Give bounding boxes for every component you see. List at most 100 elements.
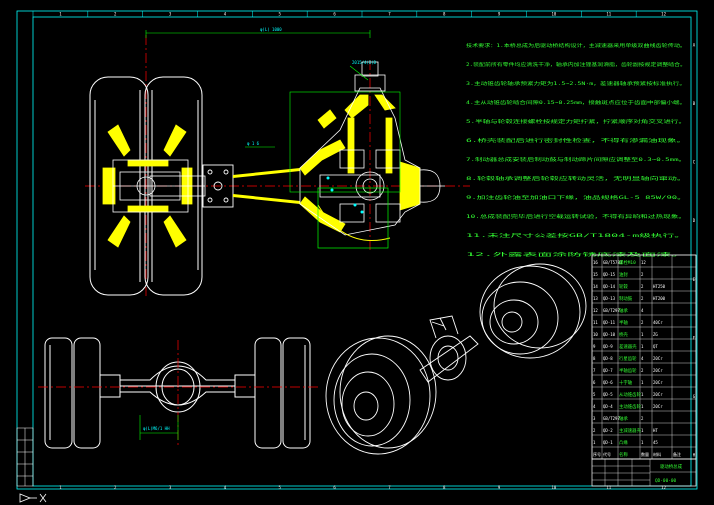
- bom-cell: HT200: [653, 296, 666, 301]
- technical-notes: 技术要求：1.本桥总成为后驱动桥结构设计，主减速器采用单级双曲线齿轮传动。2.装…: [466, 42, 686, 258]
- zone-number-bottom: 10: [552, 485, 557, 490]
- bom-cell: QD-1: [603, 440, 613, 445]
- bom-cell: 1: [641, 440, 644, 445]
- hub-callout: 2015/4(B)D: [352, 60, 377, 65]
- bom-cell: QD-2: [603, 428, 613, 433]
- bom-cell: 12: [593, 308, 598, 313]
- zone-letter: A: [693, 42, 696, 47]
- bom-cell: QT: [653, 344, 658, 349]
- bom-cell: 7: [593, 368, 596, 373]
- axle-isometric-view: [325, 263, 587, 455]
- bom-cell: 名称: [619, 451, 628, 458]
- bom-cell: 半轴: [619, 319, 628, 326]
- bom-cell: QD-14: [603, 284, 616, 289]
- bom-cell: QD-15: [603, 272, 616, 277]
- bom-cell: QD-6: [603, 380, 613, 385]
- zone-number-top: 1: [59, 12, 62, 17]
- bom-cell: 主减速器壳: [619, 427, 642, 434]
- bom-cell: 主动锥齿轮: [619, 403, 642, 410]
- bom-cell: 半轴齿轮: [619, 367, 637, 374]
- zone-letter: D: [693, 218, 696, 223]
- bom-cell: GB/T297: [603, 416, 620, 421]
- drawing-title: 驱动桥总成: [660, 463, 683, 470]
- bom-cell: QD-9: [603, 344, 613, 349]
- bom-cell: 1: [641, 380, 644, 385]
- bom-cell: 2: [641, 296, 644, 301]
- ucs-icon: [19, 493, 47, 503]
- zone-number-top: 10: [552, 12, 557, 17]
- zone-number-top: 11: [606, 12, 611, 17]
- bom-cell: QD-13: [603, 296, 616, 301]
- bom-cell: QD-5: [603, 392, 613, 397]
- zone-number-top: 4: [224, 12, 227, 17]
- bom-cell: 4: [641, 356, 644, 361]
- note-line: 9.加注齿轮油至加油口下缘，油品规格GL-5 85W/90。: [466, 194, 686, 201]
- zone-number-bottom: 4: [224, 485, 227, 490]
- zone-number-bottom: 6: [333, 485, 336, 490]
- bom-cell: 1: [641, 344, 644, 349]
- zone-number-top: 5: [279, 12, 282, 17]
- bom-cell: QD-10: [603, 332, 616, 337]
- note-line: 8.轮毂轴承调整后轮毂应转动灵活，无明显轴向窜动。: [466, 175, 686, 182]
- zone-letter: G: [693, 394, 696, 399]
- bom-cell: 6: [593, 380, 596, 385]
- zone-number-bottom: 3: [169, 485, 172, 490]
- bom-cell: 备注: [673, 451, 681, 457]
- zone-letter: E: [693, 277, 696, 282]
- bom-cell: 1: [641, 404, 644, 409]
- bom-cell: 11: [593, 320, 598, 325]
- bom-cell: 1: [641, 428, 644, 433]
- bom-cell: 20Cr: [653, 392, 663, 397]
- bom-cell: 2: [593, 428, 596, 433]
- zone-letter: C: [693, 160, 696, 165]
- bom-cell: 1: [641, 332, 644, 337]
- note-line: 7.制动器总成安装后制动鼓与制动蹄片间隙应调整至0.3~0.5mm。: [466, 156, 686, 163]
- note-line: 10.总成装配完毕后进行空载运转试验，不得有异响和过热现象。: [466, 213, 686, 220]
- bom-cell: 从动锥齿轮: [619, 391, 642, 398]
- note-line: 12.外露表面涂防锈底漆及面漆。: [466, 251, 686, 258]
- zone-number-bottom: 12: [661, 485, 666, 490]
- bom-cell: 20Cr: [653, 356, 663, 361]
- bom-cell: 十字轴: [619, 379, 633, 386]
- bom-cell: 45: [653, 440, 658, 445]
- bom-cell: 制动鼓: [619, 295, 633, 302]
- note-line: 2.装配前所有零件均应清洗干净，轴承内加注锂基润滑脂，齿轮副按规定调整啮合。: [466, 61, 686, 68]
- zone-number-bottom: 9: [498, 485, 501, 490]
- bom-cell: 4: [593, 404, 596, 409]
- bom-cell: 1: [593, 440, 596, 445]
- zone-number-top: 8: [443, 12, 446, 17]
- bom-cell: 10: [593, 332, 598, 337]
- bom-cell: 2: [641, 320, 644, 325]
- zone-number-top: 9: [498, 12, 501, 17]
- zone-number-bottom: 1: [59, 485, 62, 490]
- bom-cell: QD-11: [603, 320, 616, 325]
- bom-cell: 8: [593, 356, 596, 361]
- bom-cell: 20Cr: [653, 380, 663, 385]
- bom-cell: GB/T297: [603, 308, 620, 313]
- bom-cell: 16: [593, 260, 598, 265]
- zone-number-bottom: 5: [279, 485, 282, 490]
- bom-cell: 2: [641, 368, 644, 373]
- bom-cell: 20Cr: [653, 404, 663, 409]
- zone-number-top: 3: [169, 12, 172, 17]
- zone-number-top: 6: [333, 12, 336, 17]
- bom-cell: 2: [641, 416, 644, 421]
- bom-cell: 材料: [653, 451, 661, 457]
- bom-cell: 油封: [619, 271, 628, 278]
- bom-cell: QD-4: [603, 404, 613, 409]
- note-line: 5.半轴与轮毂连接螺栓按规定力矩拧紧，拧紧顺序对角交叉进行。: [466, 118, 686, 125]
- bom-cell: 代号: [603, 451, 611, 457]
- bom-cell: 轴承: [619, 307, 628, 314]
- zone-number-top: 12: [661, 12, 666, 17]
- bom-cell: 差速器壳: [619, 343, 637, 350]
- bom-cell: GB/T5783: [603, 260, 623, 265]
- zone-number-top: 2: [114, 12, 117, 17]
- bom-cell: 行星齿轮: [619, 355, 637, 362]
- drawing-code: QD-00-00: [655, 478, 677, 484]
- revision-block: [16, 427, 34, 487]
